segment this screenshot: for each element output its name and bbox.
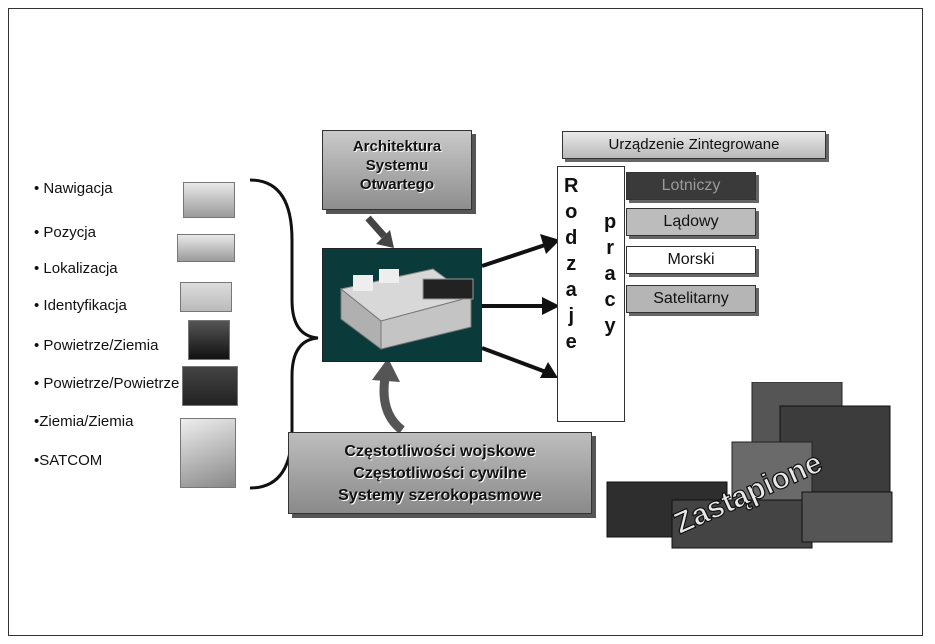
list-item-powietrze-ziemia: • Powietrze/Ziemia — [34, 337, 159, 354]
replaced-equipment-drawing: Zastąpione — [606, 381, 893, 549]
rodzaje-letter: a — [565, 279, 577, 301]
list-item-pozycja: • Pozycja — [34, 224, 96, 241]
category-morski: Morski — [626, 246, 756, 274]
device-thumb-powietrze-powietrze — [182, 366, 238, 406]
arrow-center-mid-head — [542, 297, 560, 315]
rodzaje-letter: z — [566, 253, 577, 275]
pracy-letter: r — [606, 237, 614, 259]
category-lotniczy: Lotniczy — [626, 172, 756, 200]
pracy-letter: a — [604, 263, 616, 285]
device-thumb-powietrze-ziemia — [188, 320, 230, 360]
arrow-arch-down-head — [376, 230, 394, 248]
freq-line2: Częstotliwości cywilne — [353, 465, 527, 482]
integrated-device-header: Urządzenie Zintegrowane — [562, 131, 826, 159]
rodzaje-letter: R — [564, 175, 579, 197]
category-ladowy: Lądowy — [626, 208, 756, 236]
pracy-vertical-label: p r a c y — [604, 209, 616, 339]
arrow-freq-up-head — [372, 358, 400, 382]
device-thumb-nawigacja — [183, 182, 235, 218]
pracy-letter: p — [604, 211, 617, 233]
arrow-center-top — [481, 242, 549, 268]
arch-line1: Architektura — [352, 138, 442, 155]
freq-line3: Systemy szerokopasmowe — [338, 487, 542, 504]
arch-line3: Otwartego — [359, 176, 435, 193]
modular-equipment-drawing — [339, 268, 474, 350]
freq-line1: Częstotliwości wojskowe — [344, 443, 536, 460]
list-item-nawigacja: • Nawigacja — [34, 180, 113, 197]
left-brace — [249, 178, 319, 490]
rodzaje-letter: e — [565, 331, 577, 353]
arrow-center-bottom — [481, 346, 547, 374]
pracy-letter: c — [604, 289, 616, 311]
list-item-identyfikacja: • Identyfikacja — [34, 297, 127, 314]
operation-types-box: R o d z a j e p r a c y — [557, 166, 625, 422]
pracy-letter: y — [604, 315, 616, 337]
list-item-lokalizacja: • Lokalizacja — [34, 260, 118, 277]
frequency-box: Częstotliwości wojskowe Częstotliwości c… — [288, 432, 592, 514]
arrow-arch-down — [365, 215, 387, 239]
list-item-powietrze-powietrze: • Powietrze/Powietrze — [34, 375, 180, 392]
device-thumb-satcom — [180, 418, 236, 488]
open-architecture-box: Architektura Systemu Otwartego — [322, 130, 472, 210]
replaced-equipment-image: Zastąpione — [602, 381, 902, 552]
category-satelitarny: Satelitarny — [626, 285, 756, 313]
arrow-center-top-head — [540, 234, 560, 254]
rodzaje-letter: o — [565, 201, 578, 223]
device-thumb-identyfikacja — [180, 282, 232, 312]
list-item-ziemia-ziemia: •Ziemia/Ziemia — [34, 413, 134, 430]
arch-line2: Systemu — [365, 157, 429, 174]
rodzaje-letter: j — [568, 305, 574, 327]
list-item-satcom: •SATCOM — [34, 452, 103, 469]
modular-equipment-image — [322, 248, 482, 362]
device-thumb-pozycja — [177, 234, 235, 262]
arrow-center-bottom-head — [540, 362, 558, 378]
rodzaje-letter: d — [565, 227, 578, 249]
rodzaje-vertical-label: R o d z a j e — [564, 173, 578, 355]
